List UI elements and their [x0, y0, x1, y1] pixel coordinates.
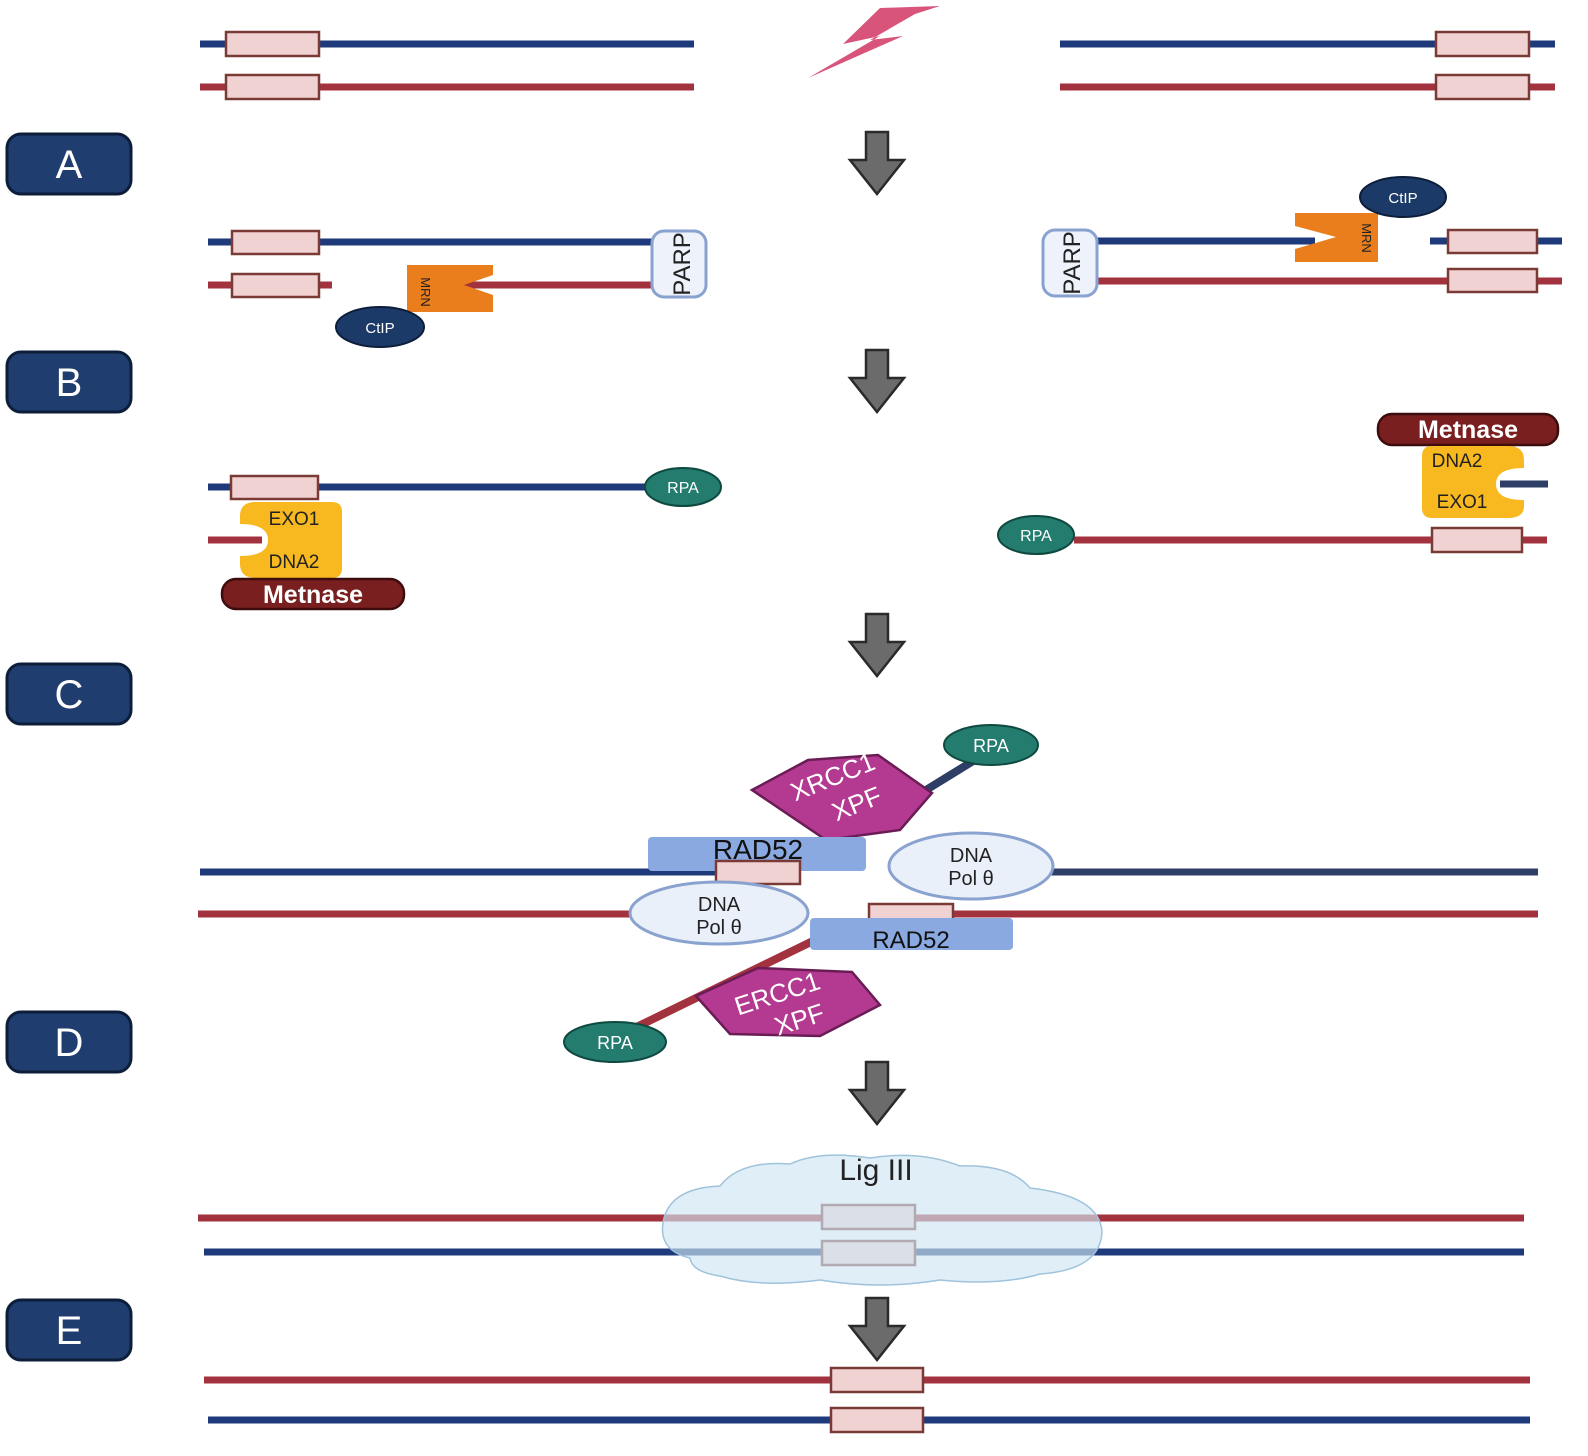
dna2-exo1-complex: DNA2 EXO1	[1422, 446, 1524, 518]
step-a-left: PARP MRN CtIP	[208, 229, 708, 348]
rpa-label: RPA	[667, 480, 699, 497]
mrn-protein: MRN	[1295, 213, 1378, 262]
initial-broken-dna	[200, 6, 1555, 101]
microhomology-box	[1446, 228, 1539, 255]
dna-pol-theta: DNA Pol θ	[628, 880, 810, 946]
exo1-label: EXO1	[1437, 492, 1488, 513]
microhomology-box	[829, 1406, 925, 1434]
metnase-label: Metnase	[1418, 416, 1518, 444]
ctip-label: CtIP	[1388, 190, 1417, 207]
step-b-right: RPA Metnase DNA2 EXO1	[997, 412, 1560, 555]
rpa-protein: RPA	[644, 467, 722, 507]
step-c-button[interactable]: C	[5, 662, 133, 726]
ctip-label: CtIP	[365, 320, 394, 337]
microhomology-box	[224, 30, 321, 58]
dna2-label: DNA2	[1432, 451, 1483, 472]
metnase-label: Metnase	[263, 581, 363, 609]
down-arrow-icon	[847, 1296, 907, 1363]
ctip-protein: CtIP	[1359, 176, 1447, 218]
step-d-button[interactable]: D	[5, 1010, 133, 1074]
repaired-dna	[204, 1366, 1530, 1434]
step-b-button[interactable]: B	[5, 350, 133, 414]
down-arrow-icon	[847, 130, 907, 197]
rpa-protein: RPA	[563, 1021, 667, 1063]
metnase-protein: Metnase	[220, 577, 406, 611]
step-a-button[interactable]: A	[5, 132, 133, 196]
step-c-label: C	[55, 673, 84, 717]
ctip-protein: CtIP	[335, 306, 425, 348]
microhomology-box	[1434, 30, 1531, 58]
microhomology-box	[829, 1366, 925, 1394]
step-d-label: D	[55, 1021, 84, 1065]
annealing-stage: XRCC1 XPF RPA RAD52 DNA Pol θ DNA Pol θ	[198, 724, 1538, 1063]
parp-label: PARP	[669, 232, 696, 296]
step-e-label: E	[56, 1309, 83, 1353]
microhomology-box	[1430, 526, 1524, 554]
rad52-protein: RAD52	[810, 918, 1013, 954]
dna-label: DNA	[698, 894, 741, 916]
step-a-right: PARP MRN CtIP	[1041, 176, 1562, 298]
step-b-left: RPA EXO1 DNA2 Metnase	[208, 467, 722, 611]
step-e-button[interactable]: E	[5, 1298, 133, 1362]
rpa-label: RPA	[973, 736, 1009, 756]
rpa-label: RPA	[597, 1033, 633, 1053]
lig3-label: Lig III	[839, 1154, 912, 1187]
microhomology-box	[224, 73, 321, 101]
rpa-protein: RPA	[997, 515, 1075, 555]
rpa-protein: RPA	[943, 724, 1039, 766]
parp-protein: PARP	[650, 229, 708, 299]
exo1-dna2-complex: EXO1 DNA2	[240, 502, 342, 578]
pol-theta-label: Pol θ	[948, 868, 994, 890]
lig3-cloud: Lig III	[661, 1154, 1103, 1286]
parp-label: PARP	[1059, 231, 1086, 295]
microhomology-box	[1446, 267, 1539, 294]
metnase-protein: Metnase	[1376, 412, 1560, 447]
ercc1-xpf-complex: ERCC1 XPF	[693, 966, 882, 1042]
down-arrow-icon	[847, 348, 907, 415]
step-a-label: A	[56, 143, 83, 187]
microhomology-box	[714, 859, 802, 886]
microhomology-box	[230, 272, 321, 299]
dna-label: DNA	[950, 845, 993, 867]
parp-protein: PARP	[1041, 228, 1099, 298]
mrn-label: MRN	[418, 277, 433, 307]
pol-theta-label: Pol θ	[696, 917, 742, 939]
dna-pol-theta: DNA Pol θ	[887, 831, 1055, 901]
rad52-label: RAD52	[872, 927, 949, 954]
down-arrow-icon	[847, 1060, 907, 1127]
microhomology-box	[230, 229, 321, 256]
microhomology-box	[1434, 73, 1531, 101]
xrcc1-xpf-complex: XRCC1 XPF	[749, 746, 934, 842]
ligation-stage: Lig III	[198, 1154, 1524, 1286]
microhomology-box	[229, 474, 320, 501]
lightning-icon	[808, 6, 940, 78]
mrn-protein: MRN	[407, 265, 493, 312]
mrn-label: MRN	[1359, 223, 1374, 253]
exo1-label: EXO1	[269, 509, 320, 530]
step-b-label: B	[56, 361, 83, 405]
down-arrow-icon	[847, 612, 907, 679]
dna2-label: DNA2	[269, 552, 320, 573]
rpa-label: RPA	[1020, 528, 1052, 545]
